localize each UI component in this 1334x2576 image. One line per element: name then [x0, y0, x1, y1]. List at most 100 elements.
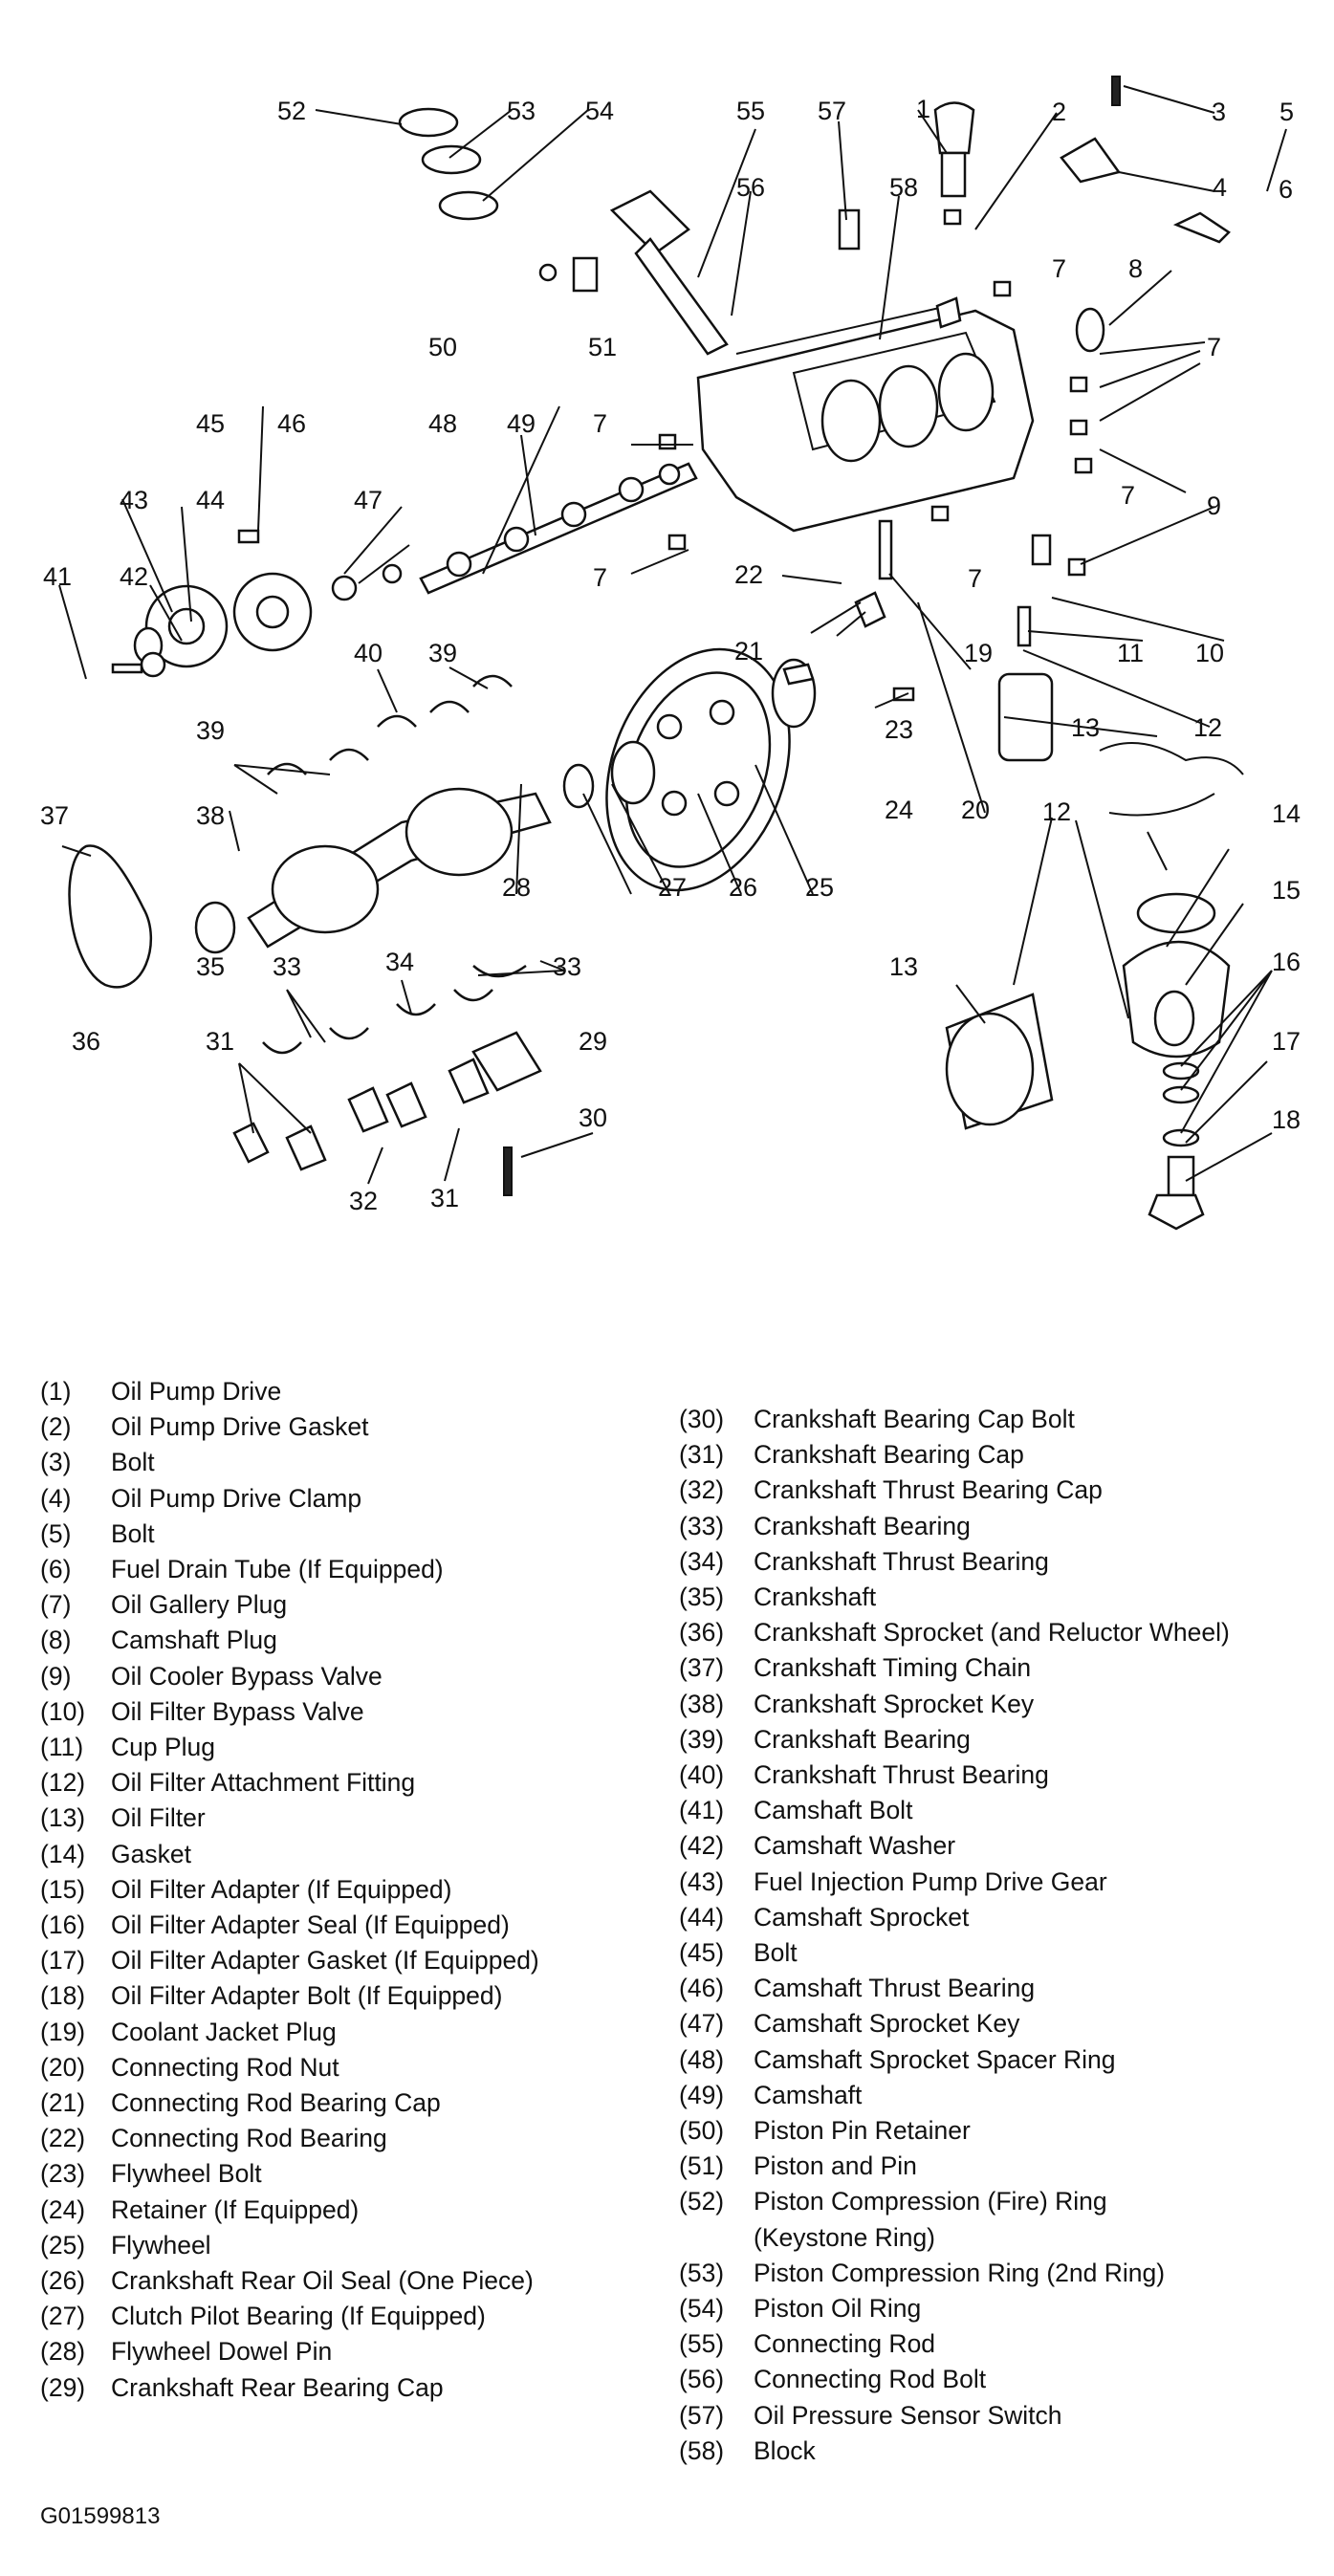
legend-number: (45) — [679, 1938, 725, 1968]
callout-31: 31 — [206, 1027, 234, 1056]
legend-label: Piston Pin Retainer — [754, 2116, 971, 2146]
legend-label: Piston and Pin — [754, 2151, 917, 2181]
callout-32: 32 — [349, 1187, 378, 1215]
legend-label: Oil Pump Drive Gasket — [111, 1412, 369, 1442]
legend-item: (32)Crankshaft Thrust Bearing Cap — [679, 1473, 1329, 1508]
legend-label: Connecting Rod Bearing — [111, 2124, 387, 2153]
legend-number: (4) — [40, 1483, 72, 1513]
legend-label: Crankshaft Bearing — [754, 1511, 971, 1540]
legend-item: (33)Crankshaft Bearing — [679, 1509, 1329, 1544]
legend-label: Crankshaft Sprocket Key — [754, 1689, 1035, 1718]
legend-item: (4) Oil Pump Drive Clamp — [40, 1481, 662, 1517]
legend-label: Crankshaft Rear Oil Seal (One Piece) — [111, 2266, 534, 2296]
legend-column-right: (30) Crankshaft Bearing Cap Bolt (31) Crank… — [679, 1402, 1329, 2469]
legend-item: (15)Oil Filter Adapter (If Equipped) — [40, 1872, 662, 1908]
legend-item: (45)Bolt — [679, 1935, 1329, 1971]
legend-item: (1)Oil Pump Drive — [40, 1374, 662, 1409]
callout-36: 36 — [72, 1027, 100, 1056]
callout-4: 4 — [1213, 173, 1227, 202]
callout-29: 29 — [579, 1027, 607, 1056]
crankshaft-drawing — [68, 787, 552, 989]
legend-item: (28)Flywheel Dowel Pin — [40, 2334, 662, 2369]
legend-item: (57)Oil Pressure Sensor Switch — [679, 2398, 1329, 2434]
callout-34: 34 — [385, 948, 414, 976]
legend-number: (15) — [40, 1874, 86, 1904]
legend-label: Coolant Jacket Plug — [111, 2017, 337, 2046]
legend-item: (22) Connecting Rod Bearing — [40, 2121, 662, 2156]
callout-28: 28 — [502, 873, 531, 902]
legend-label: Connecting Rod Bolt — [754, 2365, 987, 2394]
callout-2: 2 — [1052, 98, 1066, 126]
callout-39: 39 — [196, 716, 225, 745]
legend-number: (11) — [40, 1733, 84, 1762]
legend-number: (29) — [40, 2372, 86, 2402]
flywheel-drawing — [562, 647, 817, 892]
legend-item: (42)Camshaft Washer — [679, 1828, 1329, 1864]
small-parts-drawing — [111, 76, 1231, 702]
callout-22: 22 — [734, 560, 763, 589]
callout-25: 25 — [805, 873, 834, 902]
legend-number: (43) — [679, 1867, 725, 1896]
callout-5: 5 — [1279, 98, 1294, 126]
legend-label: Crankshaft Timing Chain — [754, 1653, 1032, 1683]
callout-37: 37 — [40, 801, 69, 830]
callout-7: 7 — [1207, 333, 1221, 361]
legend-number: (42) — [679, 1831, 725, 1861]
callout-7: 7 — [1052, 254, 1066, 283]
legend-item: (2)Oil Pump Drive Gasket — [40, 1409, 662, 1445]
callout-11: 11 — [1117, 639, 1144, 667]
legend-item: (26)Crankshaft Rear Oil Seal (One Piece) — [40, 2263, 662, 2299]
legend-label: Piston Compression Ring (2nd Ring) — [754, 2258, 1166, 2287]
legend-label: Oil Pump Drive Clamp — [111, 1483, 362, 1513]
legend-item: (46)Camshaft Thrust Bearing — [679, 1971, 1329, 2006]
legend-number: (8) — [40, 1626, 72, 1655]
legend-number: (6) — [40, 1555, 72, 1584]
legend-number: (13) — [40, 1803, 86, 1833]
legend-label: Crankshaft Thrust Bearing Cap — [754, 1475, 1103, 1505]
legend-item: (43) Fuel Injection Pump Drive Gear — [679, 1865, 1329, 1900]
callout-27: 27 — [658, 873, 687, 902]
legend-label: Oil Gallery Plug — [111, 1590, 288, 1620]
callout-33: 33 — [273, 952, 301, 981]
callout-7: 7 — [593, 563, 607, 592]
callout-15: 15 — [1272, 876, 1301, 905]
legend-label: Block — [754, 2435, 816, 2465]
legend-item: (51)Piston and Pin — [679, 2149, 1329, 2184]
callout-7: 7 — [593, 409, 607, 438]
callout-48: 48 — [428, 409, 457, 438]
legend-label: Camshaft Sprocket Key — [754, 2009, 1020, 2039]
callout-41: 41 — [43, 562, 72, 591]
legend-number: (36) — [679, 1618, 725, 1648]
legend-item: (5)Bolt — [40, 1517, 662, 1552]
legend-label: Fuel Injection Pump Drive Gear — [754, 1867, 1107, 1896]
legend-number: (17) — [40, 1946, 86, 1976]
callout-7: 7 — [968, 564, 982, 593]
legend-number: (48) — [679, 2044, 725, 2074]
legend-number: (7) — [40, 1590, 72, 1620]
callout-1: 1 — [916, 95, 930, 123]
legend-item: (8)Camshaft Plug — [40, 1623, 662, 1658]
callout-3: 3 — [1212, 98, 1226, 126]
legend-label: Crankshaft Bearing Cap Bolt — [754, 1405, 1075, 1433]
legend-number: (47) — [679, 2009, 725, 2039]
legend-number: (22) — [40, 2124, 86, 2153]
legend-number: (31) — [679, 1440, 725, 1470]
legend-label: Piston Oil Ring — [754, 2294, 922, 2324]
legend-number: (5) — [40, 1518, 72, 1548]
callout-54: 54 — [585, 97, 614, 125]
legend-item: (41)Camshaft Bolt — [679, 1793, 1329, 1828]
legend-label: Bolt — [111, 1448, 155, 1477]
legend-item: (38)Crankshaft Sprocket Key — [679, 1687, 1329, 1722]
legend-label: Oil Filter Adapter Gasket (If Equipped) — [111, 1946, 539, 1976]
legend-item: (24)Retainer (If Equipped) — [40, 2193, 662, 2228]
legend-item: (10)Oil Filter Bypass Valve — [40, 1694, 662, 1730]
callout-20: 20 — [961, 796, 990, 824]
legend-number: (14) — [40, 1839, 86, 1868]
legend-number: (49) — [679, 2080, 725, 2109]
legend-label: Oil Pump Drive — [111, 1377, 282, 1406]
callout-10: 10 — [1195, 639, 1224, 667]
legend-number: (30) — [679, 1405, 725, 1433]
callout-23: 23 — [885, 715, 913, 744]
legend-item: (55)Connecting Rod — [679, 2326, 1329, 2362]
legend-item: (9)Oil Cooler Bypass Valve — [40, 1659, 662, 1694]
